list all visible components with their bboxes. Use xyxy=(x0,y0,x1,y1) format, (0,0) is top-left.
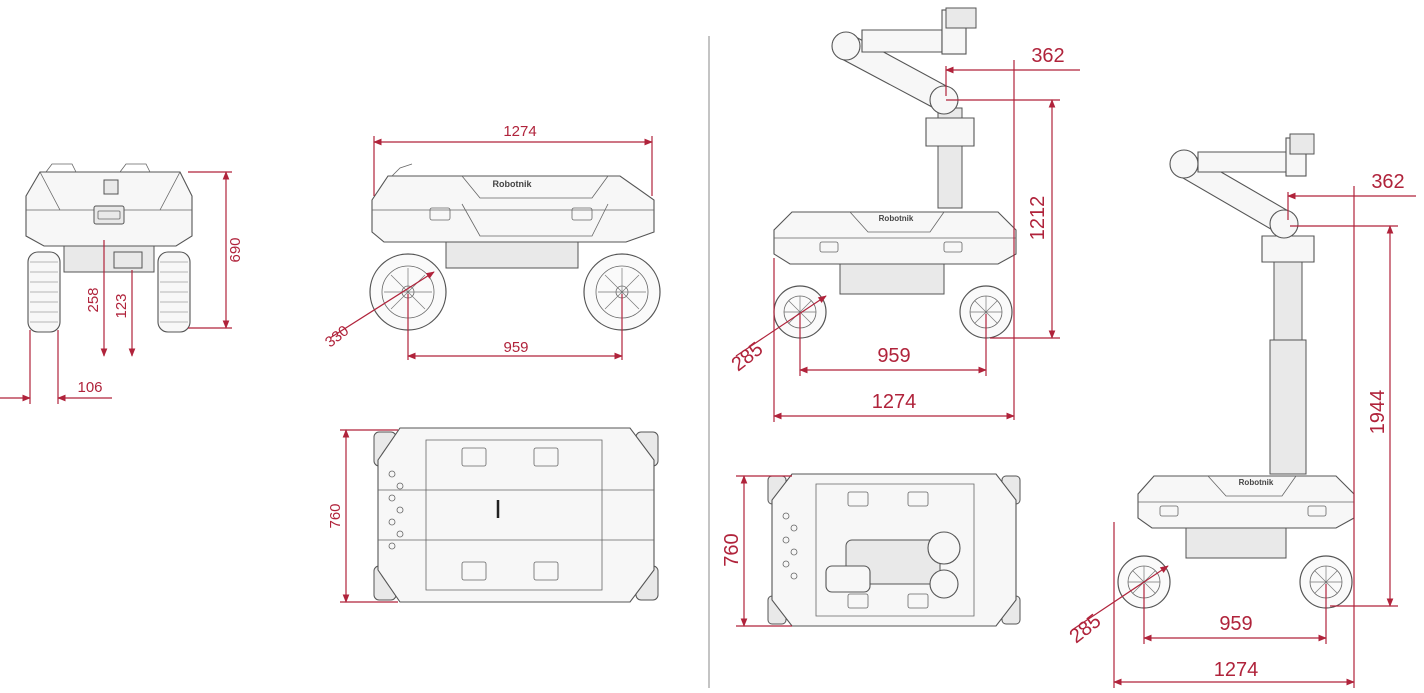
extended-logo: Robotnik xyxy=(1239,478,1274,487)
arm-side-height-label: 1212 xyxy=(1027,196,1049,241)
side-dimensions xyxy=(329,136,653,360)
top-width-label: 760 xyxy=(327,503,344,528)
top-dimensions xyxy=(340,429,398,603)
front-dimensions xyxy=(0,171,232,404)
arm-top-width-label: 760 xyxy=(721,533,743,566)
front-handle xyxy=(93,205,125,225)
side-view: Robotnik 1274 959 330 xyxy=(322,123,661,360)
extended-length-label: 1274 xyxy=(1214,659,1259,681)
front-height-label: 690 xyxy=(227,237,244,262)
front-clearance-label: 123 xyxy=(113,293,130,318)
extended-height-label: 1944 xyxy=(1367,390,1389,435)
arm-side-wheel-diameter-label: 285 xyxy=(728,338,768,376)
extended-wheelbase-label: 959 xyxy=(1219,613,1252,635)
extended-column-lower xyxy=(1269,339,1307,475)
top-body xyxy=(377,427,655,603)
extended-column-upper xyxy=(1273,249,1303,341)
top-view: 760 xyxy=(327,427,659,603)
arm-side-dimensions xyxy=(735,60,1080,422)
extended-dimensions xyxy=(1071,186,1416,688)
side-chassis-lower xyxy=(445,241,579,269)
front-wheel-height-label: 258 xyxy=(85,287,102,312)
arm-side-wheelbase-label: 959 xyxy=(877,345,910,367)
arm-side-length-label: 1274 xyxy=(872,391,917,413)
front-wheel-width-label: 106 xyxy=(77,379,102,396)
arm-top-dimensions xyxy=(736,475,792,627)
front-view: 690 258 123 106 xyxy=(0,163,244,404)
arm-side-logo: Robotnik xyxy=(879,214,914,223)
arm-side-offset-label: 362 xyxy=(1031,45,1064,67)
arm-top-view: 760 xyxy=(721,473,1021,627)
side-wheelbase-label: 959 xyxy=(503,339,528,356)
side-length-label: 1274 xyxy=(503,123,536,140)
side-logo: Robotnik xyxy=(493,179,533,189)
arm-side-view: Robotnik 362 1212 959 1274 285 xyxy=(728,7,1080,422)
side-body xyxy=(371,175,655,243)
extended-offset-label: 362 xyxy=(1371,171,1404,193)
extended-wheel-diameter-label: 285 xyxy=(1066,610,1106,648)
arm-extended-view: Robotnik 362 1944 959 1274 285 xyxy=(1066,133,1416,688)
